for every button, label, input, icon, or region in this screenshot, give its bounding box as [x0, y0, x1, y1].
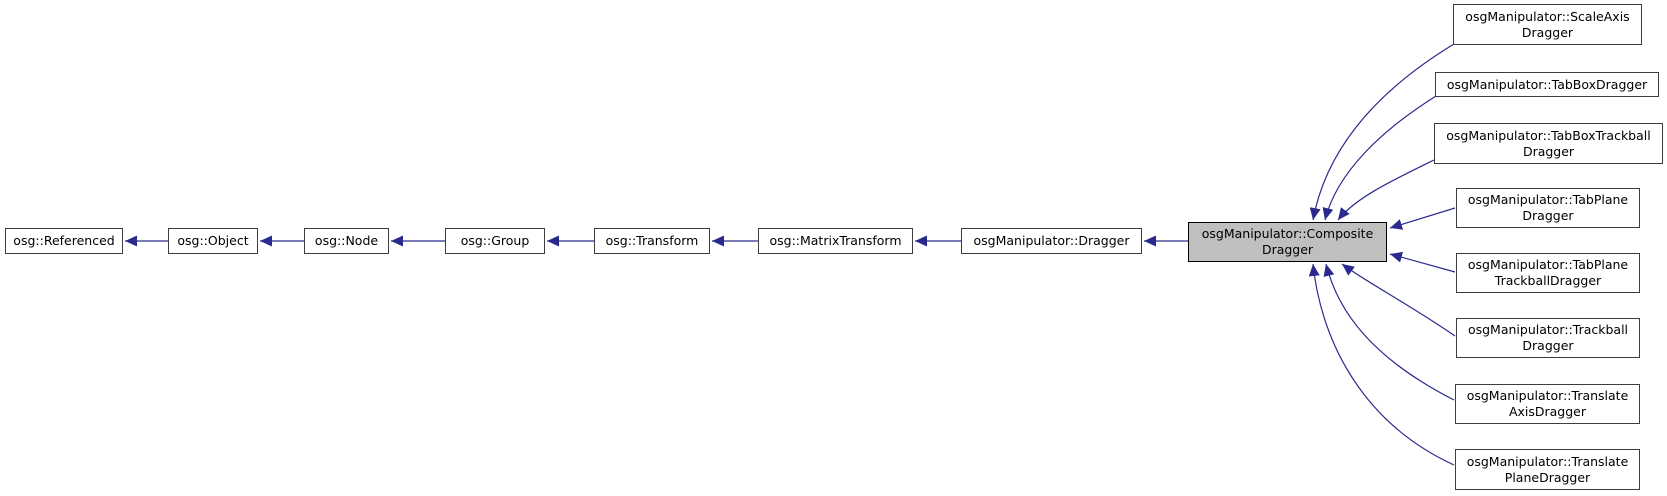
node-osgmanipulator-tabplanetrackballdragger[interactable]: osgManipulator::TabPlane TrackballDragge…: [1456, 253, 1640, 293]
node-label: osgManipulator::TabPlane Dragger: [1467, 192, 1629, 223]
node-label: osgManipulator::Composite Dragger: [1201, 226, 1374, 257]
node-label: osgManipulator::TabBoxTrackball Dragger: [1446, 127, 1651, 159]
node-label: osgManipulator::ScaleAxis Dragger: [1465, 8, 1630, 40]
node-osgmanipulator-tabplanedragger[interactable]: osgManipulator::TabPlane Dragger: [1456, 188, 1640, 228]
node-osgmanipulator-trackballdragger[interactable]: osgManipulator::Trackball Dragger: [1456, 318, 1640, 358]
node-label: osgManipulator::Translate PlaneDragger: [1466, 453, 1629, 485]
node-label: osgManipulator::Dragger: [973, 233, 1130, 248]
node-osgmanipulator-scaleaxisdragger[interactable]: osgManipulator::ScaleAxis Dragger: [1453, 4, 1642, 45]
edge-tabboxdragger-to-compositedragger: [1322, 95, 1437, 221]
node-label: osg::Transform: [605, 233, 699, 248]
node-osgmanipulator-translateplanedragger[interactable]: osgManipulator::Translate PlaneDragger: [1455, 449, 1640, 490]
node-osg-group[interactable]: osg::Group: [445, 228, 545, 254]
node-label: osg::Node: [314, 233, 379, 248]
node-osg-referenced[interactable]: osg::Referenced: [5, 228, 123, 254]
node-label: osg::Group: [460, 233, 530, 248]
node-osgmanipulator-compositedragger-current: osgManipulator::Composite Dragger: [1188, 222, 1387, 262]
node-label: osgManipulator::TabPlane TrackballDragge…: [1467, 257, 1629, 288]
node-osg-object[interactable]: osg::Object: [168, 228, 258, 254]
node-osg-transform[interactable]: osg::Transform: [594, 228, 710, 254]
node-osgmanipulator-tabboxtrackballdragger[interactable]: osgManipulator::TabBoxTrackball Dragger: [1434, 123, 1663, 164]
node-label: osgManipulator::TabBoxDragger: [1446, 76, 1648, 92]
node-label: osg::Object: [177, 233, 249, 248]
node-osgmanipulator-tabboxdragger[interactable]: osgManipulator::TabBoxDragger: [1435, 72, 1659, 97]
edge-scaleaxisdragger-to-compositedragger: [1309, 43, 1455, 221]
node-osgmanipulator-dragger[interactable]: osgManipulator::Dragger: [961, 228, 1142, 254]
node-label: osg::MatrixTransform: [769, 233, 902, 248]
node-label: osgManipulator::Translate AxisDragger: [1466, 388, 1629, 419]
edge-tabboxtrackballdragger-to-compositedragger: [1337, 159, 1435, 221]
edge-trackballdragger-to-compositedragger: [1341, 263, 1456, 337]
node-label: osg::Referenced: [13, 233, 115, 248]
edge-translateplanedragger-to-compositedragger: [1308, 263, 1455, 466]
edge-translateaxisdragger-to-compositedragger: [1323, 263, 1455, 401]
node-osg-matrixtransform[interactable]: osg::MatrixTransform: [758, 228, 913, 254]
node-label: osgManipulator::Trackball Dragger: [1467, 322, 1629, 353]
node-osg-node[interactable]: osg::Node: [304, 228, 389, 254]
node-osgmanipulator-translateaxisdragger[interactable]: osgManipulator::Translate AxisDragger: [1455, 384, 1640, 424]
edge-tabplanetrackballdragger-to-compositedragger: [1389, 251, 1456, 273]
edge-tabplanedragger-to-compositedragger: [1389, 207, 1456, 230]
